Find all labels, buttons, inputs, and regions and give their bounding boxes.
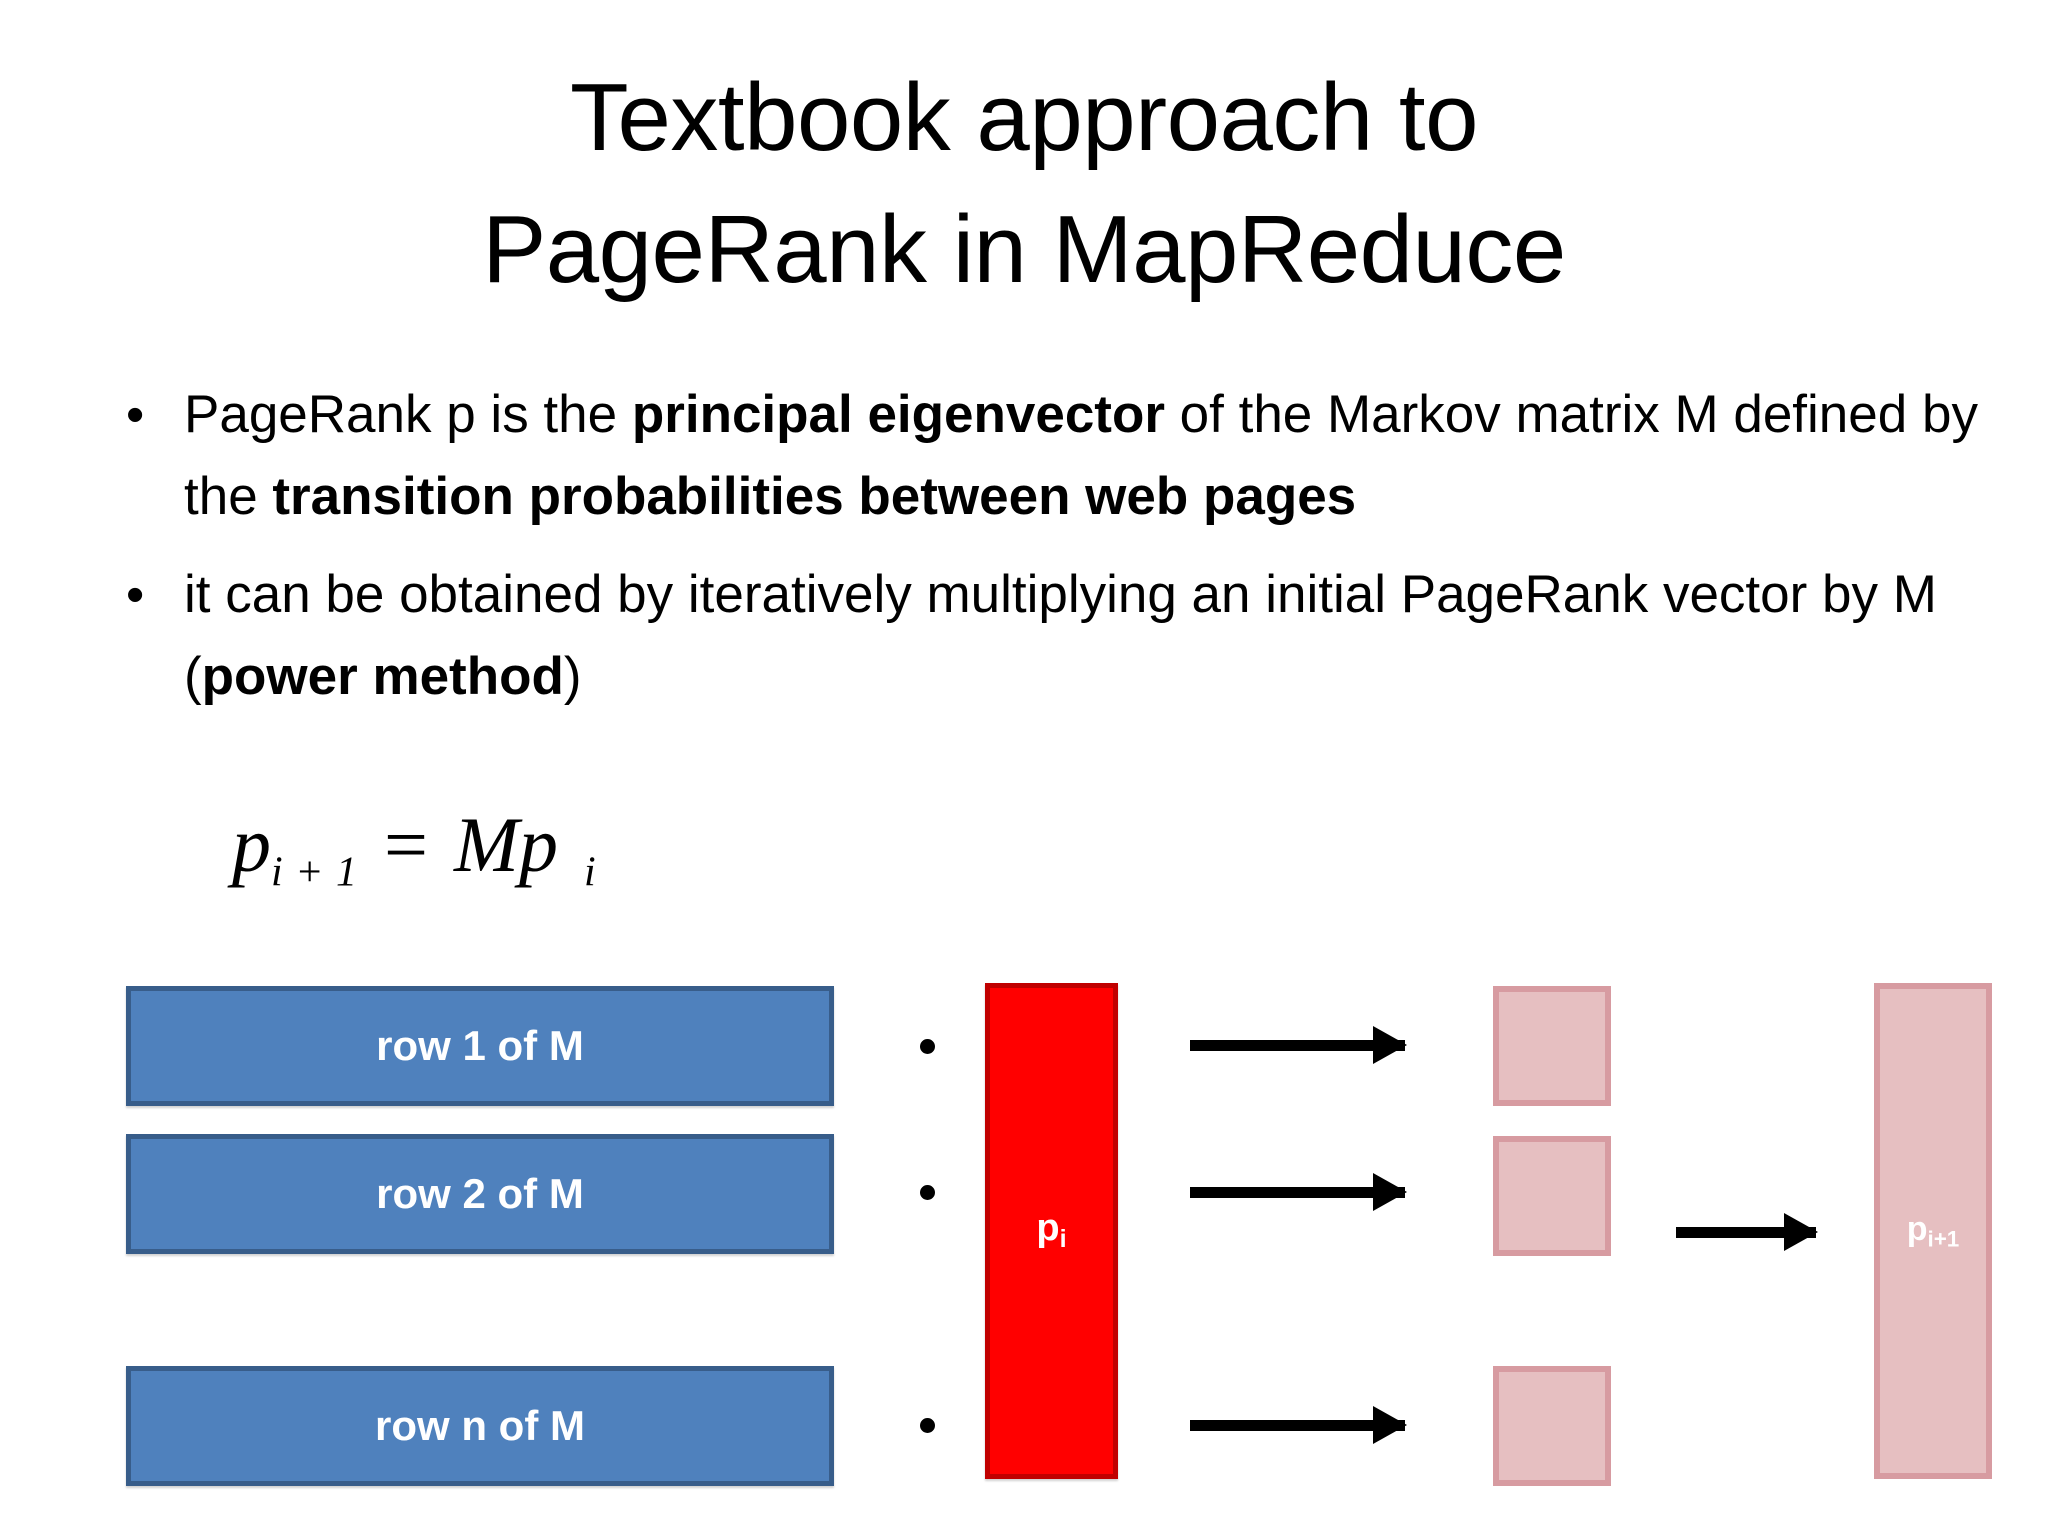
- formula-rhs-matrix: M: [454, 801, 519, 888]
- matrix-row-1-box: row 1 of M: [126, 986, 834, 1106]
- partial-result-box-1: [1493, 986, 1611, 1106]
- arrow-head: [1373, 1173, 1407, 1211]
- matrix-row-2-label: row 2 of M: [376, 1170, 584, 1217]
- bullet-text-1: PageRank p is the principal eigenvector …: [184, 374, 1982, 538]
- formula-rhs-base: p: [519, 801, 558, 888]
- vector-p-i-plus-1-label: pi+1: [1907, 1210, 1960, 1252]
- vector-p-i-base: p: [1036, 1207, 1060, 1250]
- formula-lhs-subscript: i + 1: [271, 849, 359, 896]
- multiply-dot-icon-1: [920, 1039, 935, 1054]
- vector-p-i-plus-1-subscript: i+1: [1927, 1226, 1960, 1252]
- matrix-row-2-box: row 2 of M: [126, 1134, 834, 1254]
- partial-result-box-3: [1493, 1366, 1611, 1486]
- arrow-head: [1784, 1213, 1818, 1251]
- vector-p-i-plus-1-box: pi+1: [1874, 983, 1992, 1479]
- arrow-right-icon-2: [1190, 1173, 1407, 1211]
- arrow-shaft: [1190, 1187, 1405, 1198]
- multiply-dot-icon-3: [920, 1418, 935, 1433]
- formula-rhs-subscript: i: [584, 849, 597, 896]
- bullet-2-part-2: ): [563, 647, 582, 706]
- bullet-item-2: • it can be obtained by iteratively mult…: [112, 554, 1982, 718]
- arrow-head: [1373, 1406, 1407, 1444]
- bullet-list: • PageRank p is the principal eigenvecto…: [112, 374, 1982, 734]
- bullet-1-part-1: principal eigenvector: [631, 385, 1165, 444]
- bullet-1-part-2: of the Markov matrix M defined by the: [184, 385, 1978, 526]
- vector-p-i-label: pi: [1036, 1207, 1066, 1254]
- slide-title: Textbook approach to PageRank in MapRedu…: [482, 64, 1566, 304]
- multiply-dot-icon-2: [920, 1185, 935, 1200]
- bullet-1-part-0: PageRank p is the: [184, 385, 632, 444]
- matrix-row-1-label: row 1 of M: [376, 1022, 584, 1069]
- bullet-marker-icon: •: [126, 566, 145, 624]
- arrow-right-icon-4: [1676, 1213, 1818, 1251]
- arrow-head: [1373, 1026, 1407, 1064]
- formula-lhs-base: p: [232, 801, 271, 888]
- bullet-item-1: • PageRank p is the principal eigenvecto…: [112, 374, 1982, 538]
- bullet-1-part-3: transition probabilities between web pag…: [272, 467, 1357, 526]
- formula-operator: =: [384, 801, 429, 888]
- vector-p-i-subscript: i: [1059, 1225, 1067, 1254]
- bullet-text-2: it can be obtained by iteratively multip…: [184, 554, 1982, 718]
- arrow-shaft: [1676, 1227, 1816, 1238]
- bullet-2-part-1: power method: [201, 647, 564, 706]
- vector-p-i-box: pi: [985, 983, 1118, 1479]
- arrow-right-icon-3: [1190, 1406, 1407, 1444]
- arrow-right-icon-1: [1190, 1026, 1407, 1064]
- matrix-row-n-label: row n of M: [375, 1402, 585, 1449]
- vector-p-i-plus-1-base: p: [1906, 1209, 1928, 1248]
- arrow-shaft: [1190, 1420, 1405, 1431]
- bullet-marker-icon: •: [126, 386, 145, 444]
- bullet-2-part-0: it can be obtained by iteratively multip…: [184, 565, 1937, 706]
- matrix-row-n-box: row n of M: [126, 1366, 834, 1486]
- arrow-shaft: [1190, 1040, 1405, 1051]
- partial-result-box-2: [1493, 1136, 1611, 1256]
